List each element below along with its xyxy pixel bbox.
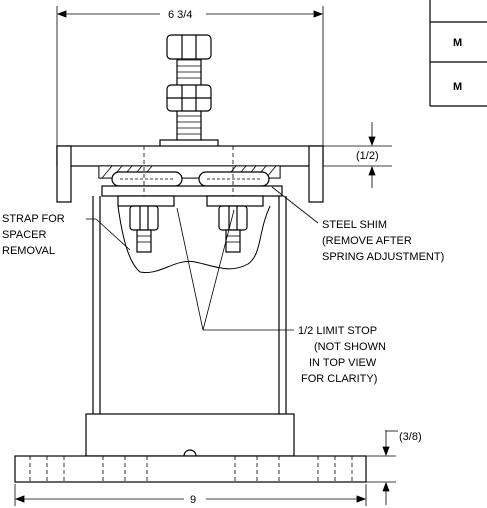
leader-lines (86, 186, 319, 331)
cutaway-outline (117, 205, 271, 274)
bottom-width-dimension (14, 484, 367, 506)
table-fragment (429, 0, 487, 107)
housing (85, 196, 295, 457)
strap-label-2: SPACER (2, 229, 46, 241)
limit-stop-label-3: IN TOP VIEW (309, 357, 377, 369)
base-thickness-dimension (366, 430, 398, 505)
base-thickness-label: (3/8) (399, 431, 422, 443)
limit-stop-callout: 1/2 LIMIT STOP (NOT SHOWN IN TOP VIEW FO… (298, 325, 386, 385)
limit-stop-label-2: (NOT SHOWN (314, 341, 386, 353)
table-cell-2: M (453, 81, 462, 93)
limit-stop-label-4: FOR CLARITY) (301, 373, 377, 385)
limit-stop-studs (117, 146, 264, 253)
bottom-width-label: 9 (190, 494, 196, 506)
shim-label-2: (REMOVE AFTER (322, 235, 412, 247)
limit-stop-label-1: 1/2 LIMIT STOP (298, 325, 377, 337)
strap-label-3: REMOVAL (2, 245, 55, 257)
shim-label-3: SPRING ADJUSTMENT) (322, 251, 444, 263)
upper-gap-dimension (323, 122, 392, 188)
spring-pads (101, 171, 283, 197)
base-plate (14, 449, 367, 483)
strap-callout: STRAP FOR SPACER REMOVAL (2, 213, 65, 257)
table-cell-1: M (453, 37, 462, 49)
adjusting-bolt (159, 34, 219, 151)
strap-label-1: STRAP FOR (2, 213, 65, 225)
top-width-dimension (56, 6, 324, 148)
upper-gap-label: (1/2) (356, 150, 379, 162)
shim-label-1: STEEL SHIM (322, 219, 387, 231)
shim-callout: STEEL SHIM (REMOVE AFTER SPRING ADJUSTME… (322, 219, 444, 263)
top-width-label: 6 3/4 (168, 9, 192, 21)
